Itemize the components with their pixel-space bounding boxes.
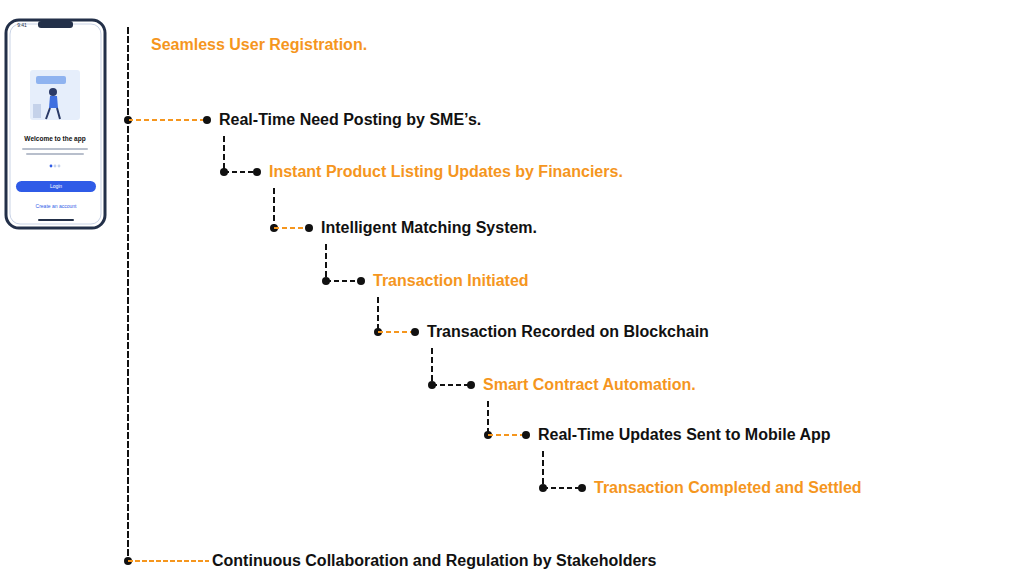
step-text: Real-Time Need Posting by SME’s. (219, 111, 481, 128)
page-dot (58, 165, 61, 168)
connector-dot (253, 168, 261, 176)
step-text: Continuous Collaboration and Regulation … (212, 552, 656, 569)
dashed-line (127, 27, 129, 561)
step-node: Instant Product Listing Updates by Finan… (267, 162, 625, 182)
illustration-head (49, 88, 57, 96)
dashed-line (377, 297, 379, 332)
dashed-line (325, 244, 327, 281)
step-node: Intelligent Matching System. (319, 218, 539, 238)
body-text-line (26, 153, 84, 155)
illustration-banner (36, 76, 66, 84)
step-node: Continuous Collaboration and Regulation … (210, 551, 658, 571)
dashed-line (223, 136, 225, 172)
dashed-line (488, 434, 526, 436)
phone-text: Create an account (36, 203, 77, 210)
step-text: Real-Time Updates Sent to Mobile App (538, 426, 830, 443)
dashed-line (224, 171, 257, 173)
step-connector (539, 451, 586, 492)
step-connector (484, 401, 530, 439)
page-dot (50, 165, 53, 168)
connector-dot (357, 277, 365, 285)
home-indicator (38, 219, 74, 221)
phone-text: 9:41 (17, 22, 27, 29)
dashed-line (273, 188, 275, 228)
illustration-panel (30, 70, 80, 120)
step-connector (428, 348, 475, 389)
connector-dot (203, 116, 211, 124)
dashed-line (543, 487, 582, 489)
dashed-line (326, 280, 361, 282)
phone-frame (6, 20, 105, 228)
connector-dot (411, 328, 419, 336)
step-connector (374, 297, 419, 336)
step-text: Intelligent Matching System. (321, 219, 537, 236)
step-connector (270, 188, 313, 232)
connector-dot (578, 484, 586, 492)
phone-screen (10, 24, 101, 224)
illustration-shape (33, 104, 41, 118)
page-dot (54, 165, 57, 168)
step-node: Transaction Completed and Settled (592, 478, 864, 498)
dashed-line (432, 384, 471, 386)
step-node: Smart Contract Automation. (481, 375, 698, 395)
dashed-line (128, 119, 207, 121)
step-text: Transaction Recorded on Blockchain (427, 323, 709, 340)
step-node: Real-Time Need Posting by SME’s. (217, 110, 483, 130)
phone-notch (38, 21, 73, 28)
step-text: Smart Contract Automation. (483, 376, 696, 393)
login-button (16, 181, 96, 192)
connector-dot (305, 224, 313, 232)
dashed-line (431, 348, 433, 385)
step-node: Real-Time Updates Sent to Mobile App (536, 425, 832, 445)
phone-text: Login (50, 183, 62, 190)
step-node: Transaction Recorded on Blockchain (425, 322, 711, 342)
connector-dot (467, 381, 475, 389)
step-connector (220, 136, 261, 176)
dashed-line (274, 227, 309, 229)
dashed-line (487, 401, 489, 435)
connector-dot (522, 431, 530, 439)
step-text: Seamless User Registration. (151, 36, 367, 53)
body-text-line (22, 148, 88, 150)
dashed-line (378, 331, 415, 333)
illustration-body (49, 96, 58, 108)
step-node: Seamless User Registration. (149, 35, 369, 55)
dashed-line (128, 560, 209, 562)
step-connector (322, 244, 365, 285)
step-text: Transaction Completed and Settled (594, 479, 862, 496)
step-text: Transaction Initiated (373, 272, 529, 289)
step-text: Instant Product Listing Updates by Finan… (269, 163, 623, 180)
dashed-line (542, 451, 544, 488)
step-connector (124, 27, 209, 565)
phone-text: Welcome to the app (24, 135, 85, 144)
step-node: Transaction Initiated (371, 271, 531, 291)
illustration-legs (46, 108, 60, 119)
